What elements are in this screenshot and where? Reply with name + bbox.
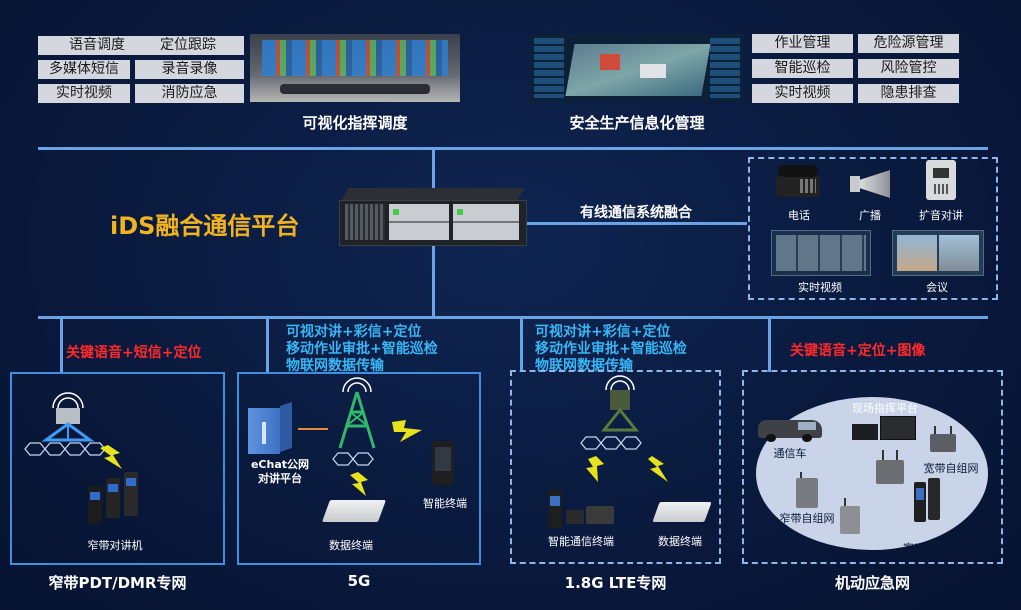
command-center-photo [250, 34, 460, 102]
tag-fire-emergency: 消防应急 [135, 84, 244, 103]
emergency-feature: 关键语音+定位+图像 [790, 340, 925, 360]
pdt-lightning-icon [100, 445, 122, 469]
fiveg-feature-2: 移动作业审批+智能巡检 [286, 341, 438, 358]
echat-server-icon [248, 404, 292, 454]
tag-multimedia-sms: 多媒体短信 [38, 60, 130, 79]
caption-5g-network: 5G [237, 572, 481, 590]
broadcast-speaker-icon [850, 170, 890, 198]
tag-live-video-2: 实时视频 [752, 84, 853, 103]
tag-risk-control: 风险管控 [858, 59, 959, 78]
label-comm-vehicle: 通信车 [768, 445, 812, 461]
caption-visual-command: 可视化指挥调度 [250, 112, 460, 133]
label-phone: 电话 [776, 207, 822, 223]
lte-tower-icon [580, 376, 660, 436]
label-live-video: 实时视频 [771, 279, 869, 295]
lte-feature-1: 可视对讲+彩信+定位 [535, 324, 670, 341]
drop-line-5g [266, 318, 269, 372]
tag-record: 录音录像 [135, 60, 244, 79]
plant-3d-map-photo [530, 34, 744, 102]
top-bus-line [38, 147, 988, 150]
lte-feature-2: 移动作业审批+智能巡检 [535, 341, 687, 358]
conference-screen [892, 230, 984, 276]
drop-line-pdt [60, 318, 63, 372]
label-smart-terminal: 智能终端 [415, 495, 475, 511]
narrowband-adhoc-icon [796, 478, 818, 508]
caption-pdt-network: 窄带PDT/DMR专网 [10, 572, 225, 593]
handheld-radio-icon [88, 472, 144, 524]
tag-hidden-danger: 隐患排查 [858, 84, 959, 103]
label-conference: 会议 [892, 279, 982, 295]
caption-lte-network: 1.8G LTE专网 [510, 572, 721, 593]
label-lte-data-terminal: 数据终端 [645, 533, 715, 549]
tag-smart-inspection: 智能巡检 [752, 59, 853, 78]
fiveg-hex-mesh [328, 452, 388, 466]
echat-platform-line2: 对讲平台 [250, 472, 310, 486]
echat-platform-line1: eChat公网 [250, 458, 310, 472]
comm-vehicle-icon [758, 414, 822, 442]
label-field-command-platform: 现场指挥平台 [840, 400, 930, 416]
caption-safety-production: 安全生产信息化管理 [530, 112, 744, 133]
label-intercom: 扩音对讲 [915, 207, 967, 223]
lte-lightning-left-icon [584, 456, 604, 482]
fiveg-tower-icon [322, 378, 392, 450]
bottom-bus-line [38, 316, 988, 319]
wired-link-line [525, 222, 747, 225]
intercom-icon [926, 160, 956, 200]
lte-lightning-right-icon [648, 456, 668, 482]
tag-live-video: 实时视频 [38, 84, 130, 103]
drop-line-lte [520, 318, 523, 372]
wideband-adhoc-icon [930, 426, 956, 452]
lte-data-terminal-icon [652, 502, 711, 522]
server-chassis [335, 188, 527, 244]
wideband-terminal-icon [914, 478, 940, 522]
lte-handheld-icon [548, 490, 614, 528]
wired-integration-label: 有线通信系统融合 [580, 202, 692, 222]
lte-hex-mesh [576, 436, 666, 450]
smart-terminal-icon [432, 441, 454, 485]
fiveg-lightning-to-terminal-icon [392, 420, 422, 444]
label-broadcast: 广播 [850, 207, 890, 223]
label-narrowband-adhoc: 窄带自组网 [774, 510, 840, 526]
live-video-screen [771, 230, 871, 276]
field-command-platform-icon [852, 416, 916, 442]
label-wideband-adhoc: 宽带自组网 [918, 460, 984, 476]
fiveg-lightning-down-icon [350, 472, 368, 496]
phone-icon [776, 165, 822, 199]
caption-emergency-network: 机动应急网 [742, 572, 1003, 593]
drop-line-emergency [768, 318, 771, 372]
manpack-station-icon [840, 506, 860, 534]
tag-location-tracking: 定位跟踪 [132, 36, 244, 55]
label-smart-comm-terminal: 智能通信终端 [536, 533, 626, 549]
label-wideband-terminal: 宽带通信终端 [894, 540, 978, 556]
tag-work-management: 作业管理 [752, 34, 853, 53]
fiveg-data-terminal-icon [322, 500, 386, 522]
label-narrowband-radio: 窄带对讲机 [70, 537, 160, 553]
fiveg-feature-1: 可视对讲+彩信+定位 [286, 324, 421, 341]
tag-hazard-management: 危险源管理 [858, 34, 959, 53]
label-fiveg-data-terminal: 数据终端 [316, 537, 386, 553]
adhoc-relay-icon [876, 450, 904, 484]
pdt-feature: 关键语音+短信+定位 [66, 342, 201, 362]
core-platform-title: iDS融合通信平台 [110, 206, 299, 241]
